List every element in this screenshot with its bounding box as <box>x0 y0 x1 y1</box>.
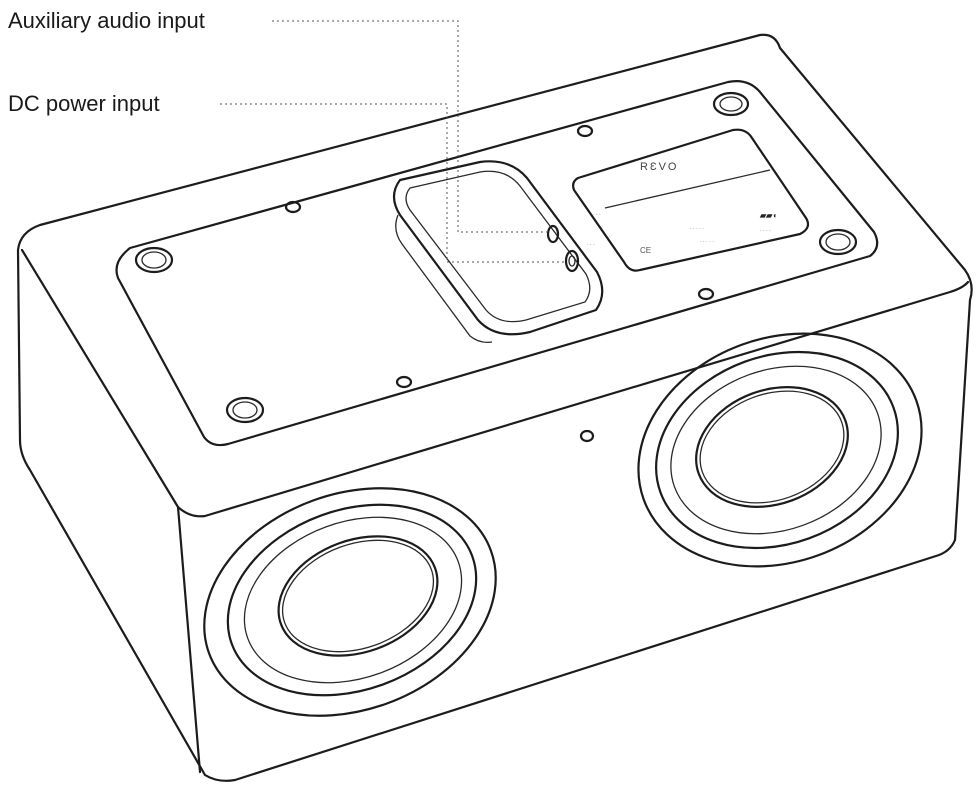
left-speaker <box>203 487 497 717</box>
dc-leader-line <box>220 103 566 263</box>
speaker-body-outline <box>16 33 973 782</box>
svg-text:· · ·: · · · <box>593 212 601 218</box>
top-front-edge <box>20 248 970 518</box>
svg-text:CE: CE <box>640 246 651 255</box>
rating-label-brand: RƐVO <box>640 161 678 173</box>
svg-text:▰▰◖: ▰▰◖ <box>759 211 777 220</box>
aux-jack <box>546 224 560 244</box>
rating-label <box>572 128 810 272</box>
svg-text:· · ·: · · · <box>587 242 595 248</box>
dc-jack <box>564 249 580 273</box>
svg-text:· · · · ·: · · · · · <box>690 226 704 232</box>
svg-text:· · · · ·: · · · · · <box>700 239 714 245</box>
front-left-edge <box>176 505 202 774</box>
dc-power-input-label: DC power input <box>8 91 160 116</box>
svg-text:· · · ·: · · · · <box>760 228 771 234</box>
auxiliary-audio-input-label: Auxiliary audio input <box>8 8 205 33</box>
socket-recess <box>392 160 604 336</box>
screws <box>284 124 715 443</box>
right-speaker <box>637 332 923 568</box>
corner-feet <box>134 91 858 424</box>
top-panel-outline <box>115 80 879 447</box>
aux-leader-line <box>272 20 548 233</box>
